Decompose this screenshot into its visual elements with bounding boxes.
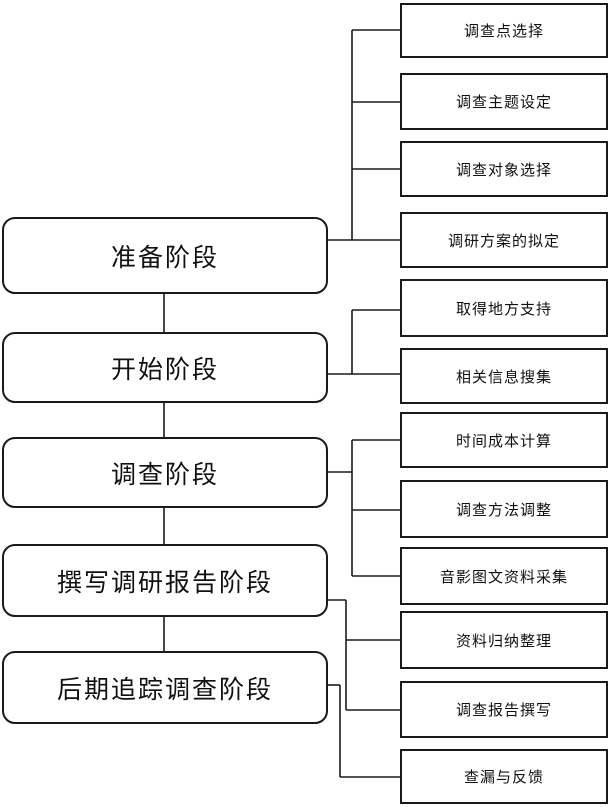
task-method-adjustment: 调查方法调整 [400, 480, 608, 538]
task-local-support: 取得地方支持 [400, 279, 608, 337]
stage-report: 撰写调研报告阶段 [2, 544, 328, 617]
task-info-collection: 相关信息搜集 [400, 348, 608, 404]
stage-followup: 后期追踪调查阶段 [2, 651, 328, 724]
task-data-summary: 资料归纳整理 [400, 611, 608, 669]
task-gap-feedback: 查漏与反馈 [400, 749, 608, 804]
task-topic-setting: 调查主题设定 [400, 73, 608, 130]
task-subject-selection: 调查对象选择 [400, 141, 608, 197]
stage-start: 开始阶段 [2, 332, 328, 403]
task-plan-drafting: 调研方案的拟定 [400, 212, 608, 268]
task-report-writing: 调查报告撰写 [400, 681, 608, 738]
stage-prepare: 准备阶段 [2, 217, 328, 294]
task-site-selection: 调查点选择 [400, 3, 608, 58]
task-cost-calculation: 时间成本计算 [400, 412, 608, 468]
task-media-collection: 音影图文资料采集 [400, 547, 608, 605]
stage-survey: 调查阶段 [2, 437, 328, 508]
